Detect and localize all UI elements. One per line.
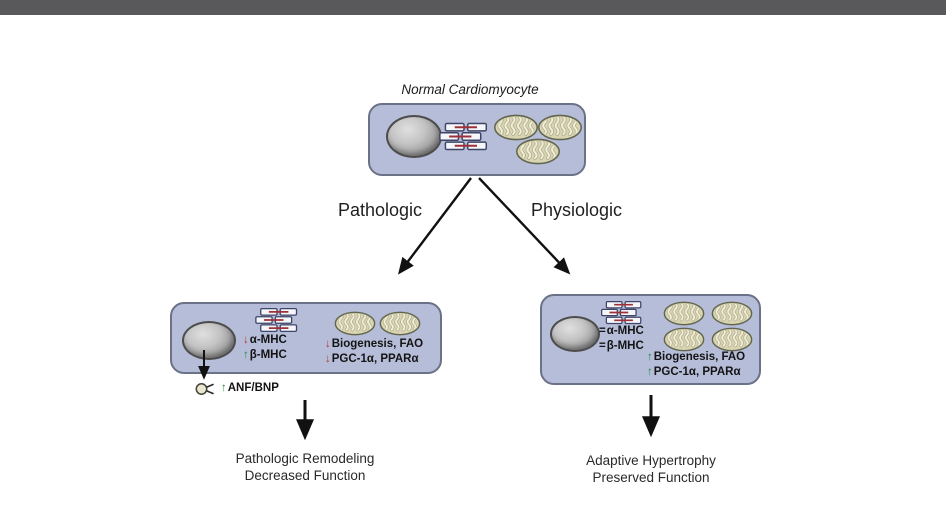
- physiologic-branch-label: Physiologic: [531, 200, 623, 220]
- pgc1a-label: PGC-1α, PPARα: [331, 353, 419, 365]
- figure-title: Normal Cardiomyocyte: [401, 82, 539, 97]
- mitochondrion-icon: [708, 327, 756, 352]
- pathologic-cell: ↓α-MHC ↑β-MHC ↓Biogenesis, FAO ↓PGC-1α, …: [170, 302, 442, 374]
- mhc-alpha-line: ↓α-MHC: [243, 333, 287, 348]
- anf-bnp-line: ↑ANF/BNP: [221, 381, 279, 396]
- anf-bnp-label: ANF/BNP: [227, 382, 279, 394]
- mitochondrion-icon: [660, 301, 708, 326]
- pgc1a-line: ↑PGC-1α, PPARα: [647, 365, 745, 380]
- mitochondrion-icon: [492, 114, 540, 141]
- outcome-line: Decreased Function: [244, 468, 366, 483]
- mitochondrion-icon: [377, 311, 423, 336]
- nucleus-icon: [550, 316, 600, 352]
- outcome-line: Pathologic Remodeling: [235, 451, 375, 466]
- pgc1a-label: PGC-1α, PPARα: [653, 366, 741, 378]
- mitochondrion-icon: [536, 114, 584, 141]
- secretion-row: ↑ANF/BNP: [195, 381, 279, 396]
- pathologic-outcome-label: Pathologic Remodeling Decreased Function: [195, 450, 415, 484]
- biogenesis-line: ↓Biogenesis, FAO: [325, 337, 423, 352]
- equals-sign: =: [599, 340, 606, 352]
- nucleus-icon: [386, 115, 442, 158]
- pathologic-branch-label: Pathologic: [338, 200, 423, 220]
- mhc-alpha-label: α-MHC: [249, 334, 287, 346]
- outcome-line: Adaptive Hypertrophy: [586, 453, 716, 468]
- sarcomere-icon: [254, 307, 300, 333]
- mitochondrion-icon: [660, 327, 708, 352]
- pgc1a-line: ↓PGC-1α, PPARα: [325, 352, 423, 367]
- decrease-arrow-icon: ↓: [243, 334, 249, 346]
- secretory-vesicle-icon: [195, 382, 217, 396]
- decrease-arrow-icon: ↓: [325, 338, 331, 350]
- decrease-arrow-icon: ↓: [325, 353, 331, 365]
- mhc-beta-line: =β-MHC: [599, 339, 644, 354]
- physiologic-outcome-label: Adaptive Hypertrophy Preserved Function: [541, 452, 761, 486]
- pathologic-arrow: [397, 177, 472, 275]
- increase-arrow-icon: ↑: [221, 382, 227, 394]
- normal-cardiomyocyte-cell: [368, 103, 586, 176]
- sarcomere-icon: [438, 121, 490, 152]
- top-bar: [0, 0, 946, 15]
- mhc-beta-line: ↑β-MHC: [243, 348, 287, 363]
- mhc-beta-label: β-MHC: [606, 340, 644, 352]
- physiologic-cell: =α-MHC =β-MHC ↑Biogenesis, FAO ↑PGC-1α, …: [540, 294, 761, 385]
- physiologic-arrow: [478, 177, 571, 275]
- mitochondrion-icon: [708, 301, 756, 326]
- increase-arrow-icon: ↑: [647, 351, 653, 363]
- equals-sign: =: [599, 325, 606, 337]
- outcome-line: Preserved Function: [592, 470, 710, 485]
- sarcomere-icon: [600, 300, 644, 325]
- mitochondrion-icon: [332, 311, 378, 336]
- nucleus-icon: [182, 321, 236, 360]
- mitochondrion-icon: [514, 138, 562, 165]
- biogenesis-label: Biogenesis, FAO: [331, 338, 424, 350]
- increase-arrow-icon: ↑: [647, 366, 653, 378]
- mhc-beta-label: β-MHC: [249, 349, 287, 361]
- biogenesis-label: Biogenesis, FAO: [653, 351, 746, 363]
- increase-arrow-icon: ↑: [243, 349, 249, 361]
- mhc-alpha-label: α-MHC: [606, 325, 644, 337]
- mhc-alpha-line: =α-MHC: [599, 324, 644, 339]
- biogenesis-line: ↑Biogenesis, FAO: [647, 350, 745, 365]
